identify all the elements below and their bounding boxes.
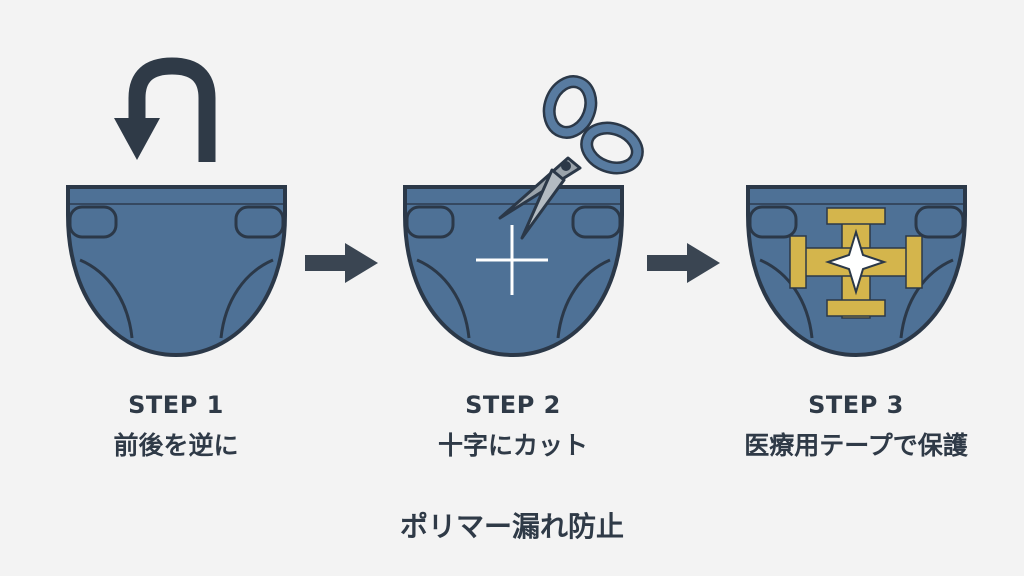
cross-cut-icon xyxy=(476,225,548,295)
reverse-arrow-icon xyxy=(114,57,216,162)
scissors-icon xyxy=(498,75,644,240)
diaper-step2 xyxy=(403,185,624,358)
step1-description: 前後を逆に xyxy=(113,431,239,460)
flow-arrow-2 xyxy=(647,243,720,283)
step2-description: 十字にカット xyxy=(437,431,588,460)
step3-label: STEP 3 xyxy=(808,391,904,419)
step1-label: STEP 1 xyxy=(128,391,224,419)
medical-tape-icon xyxy=(789,207,923,319)
step3-description: 医療用テープで保護 xyxy=(744,431,968,460)
flow-arrow-1 xyxy=(305,243,378,283)
footer-note: ポリマー漏れ防止 xyxy=(399,510,624,543)
step2-label: STEP 2 xyxy=(465,391,561,419)
diaper-step1 xyxy=(66,185,287,358)
